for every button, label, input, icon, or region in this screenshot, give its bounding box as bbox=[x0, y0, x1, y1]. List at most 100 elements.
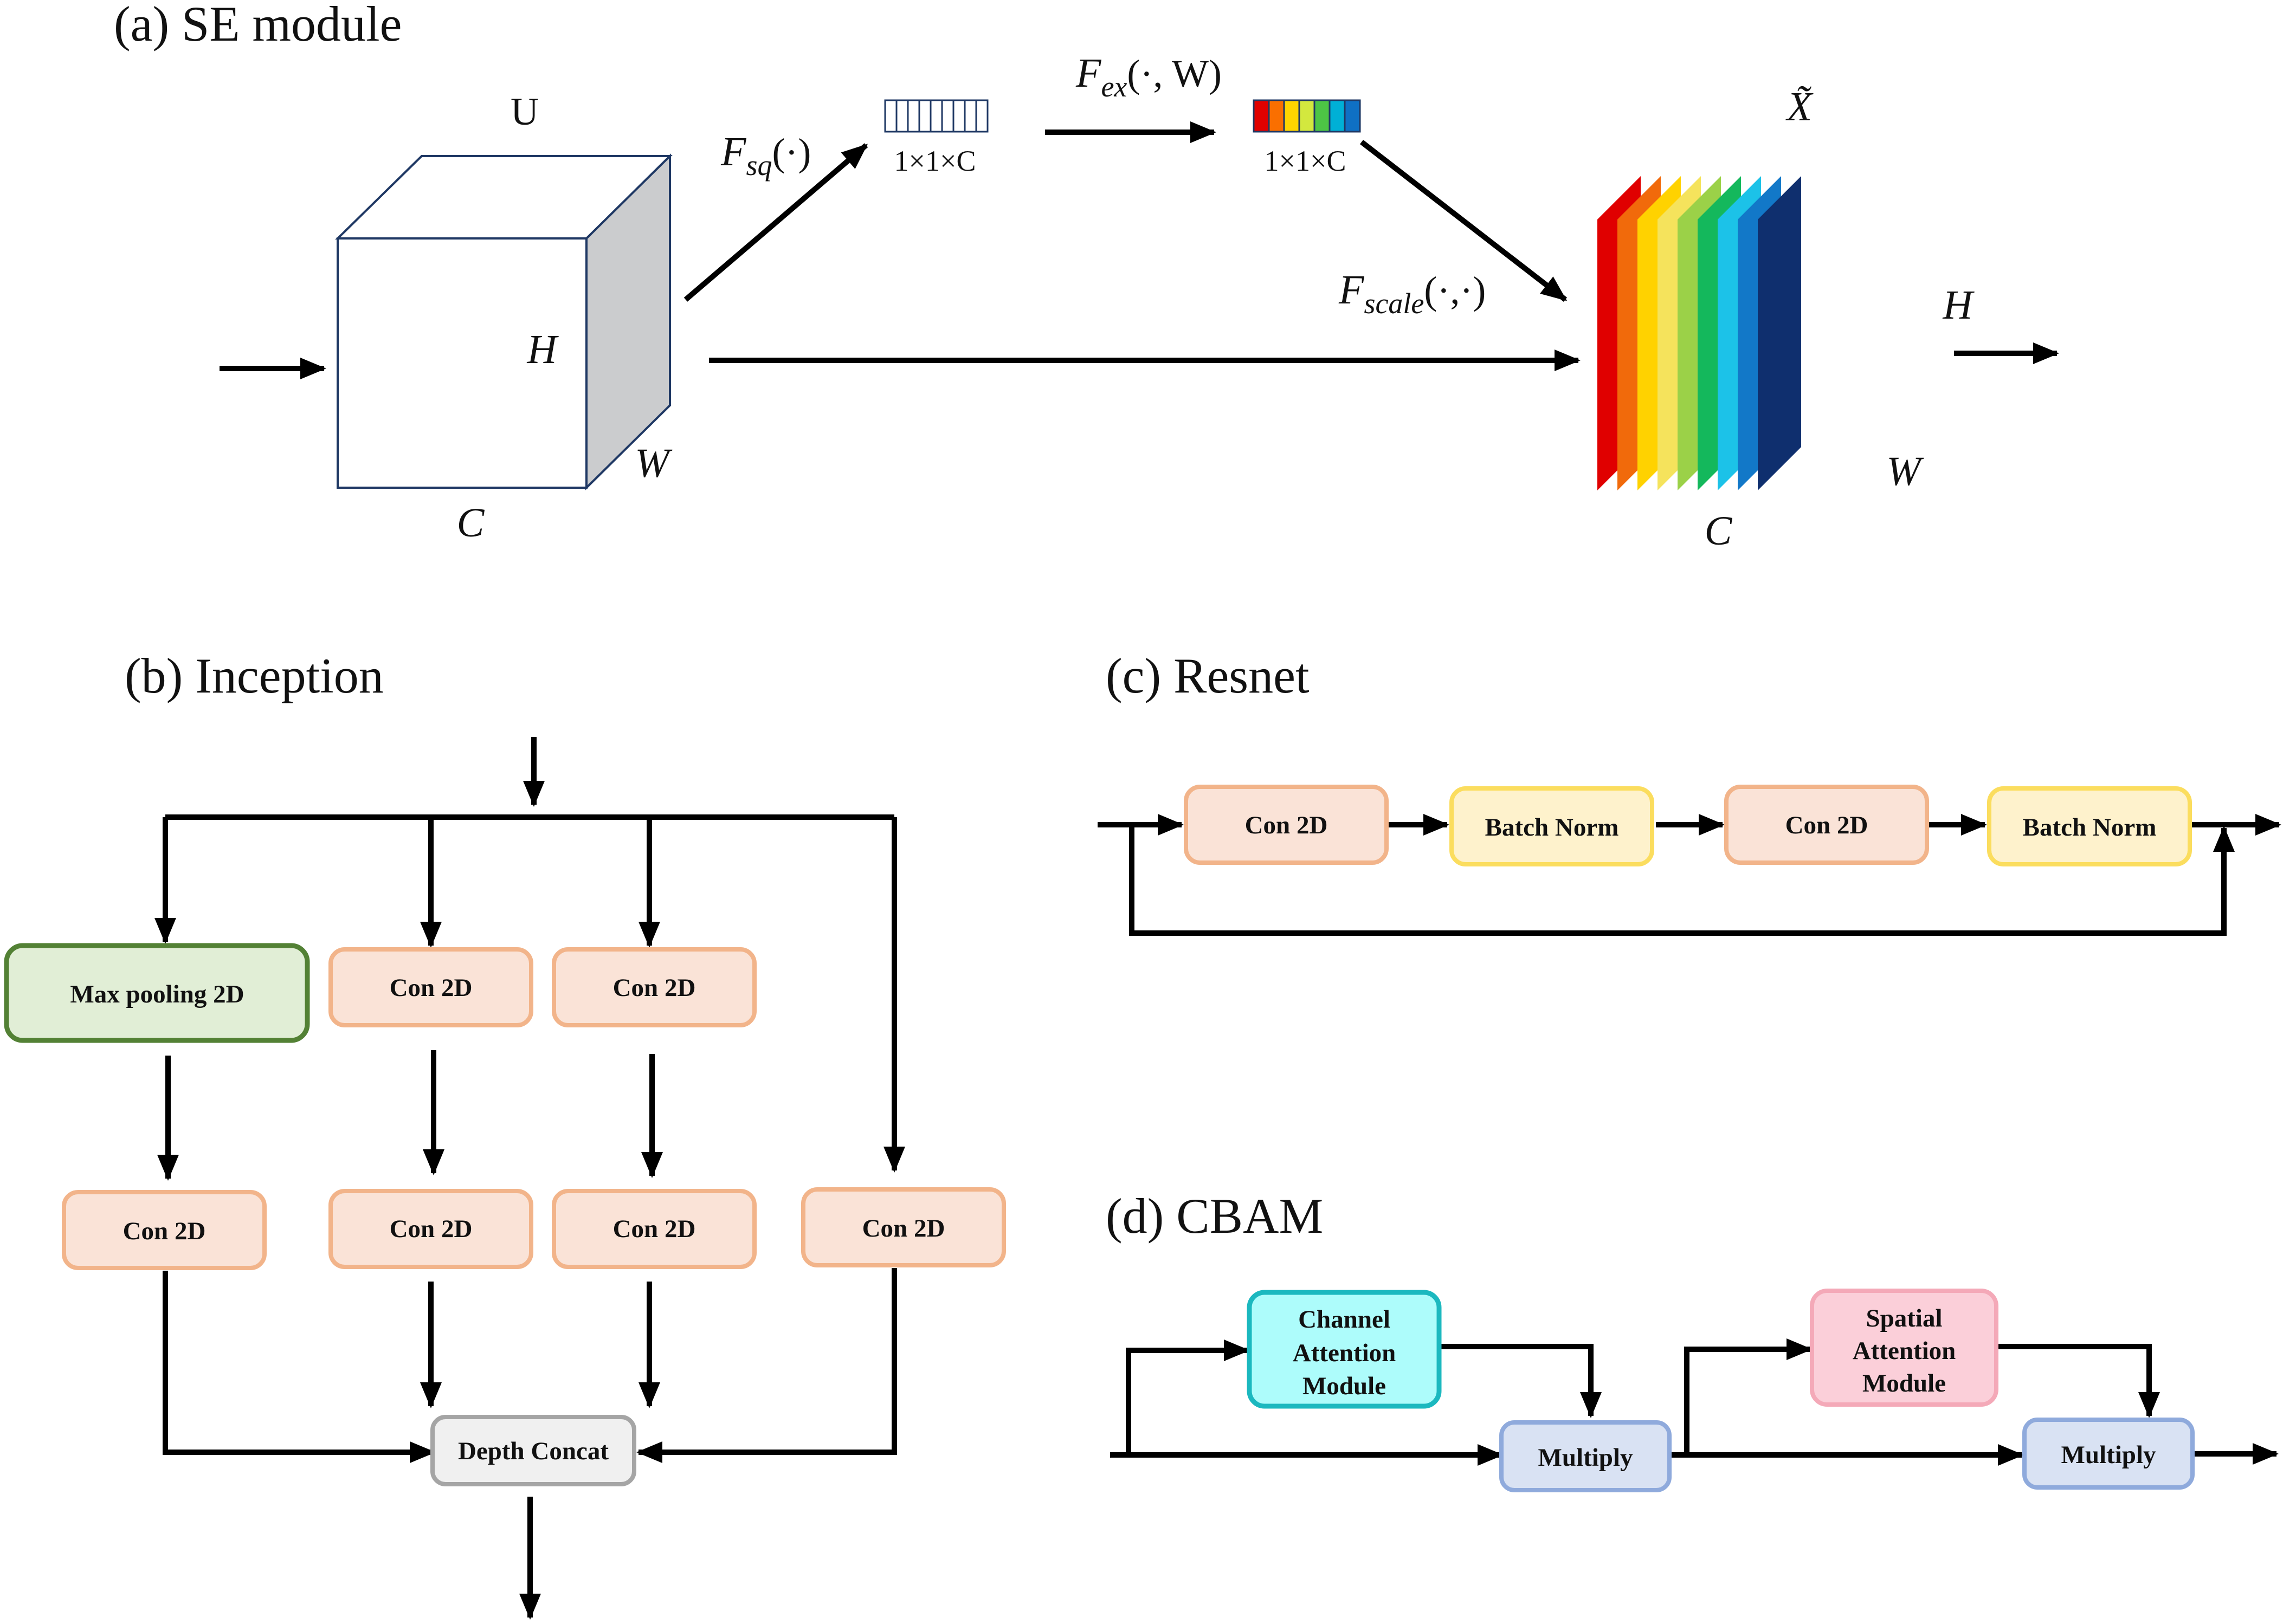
excited-vector-cell bbox=[1268, 99, 1285, 133]
resnet-conv-1-rect bbox=[1184, 785, 1389, 865]
conv-top-2-label: Con 2D bbox=[390, 974, 473, 1002]
resnet-conv-2-label: Con 2D bbox=[1785, 811, 1868, 839]
channel-attention-rect bbox=[1247, 1290, 1442, 1409]
resnet-panel: (c) Resnet Con 2D Batch Norm Con 2D Batc… bbox=[1098, 648, 2281, 936]
conv-mid-3-label: Con 2D bbox=[613, 1215, 696, 1243]
squeezed-vector bbox=[884, 99, 989, 133]
resnet-conv-1: Con 2D bbox=[1184, 785, 1389, 865]
conv-mid-1-rect bbox=[62, 1190, 267, 1270]
f-ex-label: Fex(·, W) bbox=[1075, 50, 1222, 103]
squeezed-vector-cell bbox=[884, 99, 898, 133]
maxpool-rect bbox=[4, 943, 310, 1043]
cbam-multiply-2: Multiply bbox=[2022, 1418, 2195, 1490]
branch4-arrow-out bbox=[636, 1268, 897, 1463]
excited-vector-cell bbox=[1344, 99, 1361, 133]
multiply-1-label: Multiply bbox=[1538, 1444, 1633, 1472]
squeezed-vector-cell bbox=[975, 99, 989, 133]
output-h-label: H bbox=[1943, 282, 1975, 328]
resnet-bn-1: Batch Norm bbox=[1449, 786, 1654, 866]
channel-attention-line-2: Attention bbox=[1293, 1339, 1396, 1367]
excited-vector-cell bbox=[1283, 99, 1300, 133]
cbam-to-spatial-arrow bbox=[1684, 1338, 1813, 1455]
se-module-panel: (a) SE module U H W C Fsq(·) 1×1×C Fex(·… bbox=[114, 0, 2059, 554]
inception-conv-top-3: Con 2D bbox=[552, 947, 757, 1027]
depth-concat-label: Depth Concat bbox=[458, 1437, 609, 1465]
channel-attention-line-1: Channel bbox=[1298, 1305, 1390, 1334]
maxpool-label: Max pooling 2D bbox=[70, 980, 244, 1008]
cbam-panel: (d) CBAM Channel Attention Module Multip… bbox=[1106, 1188, 2279, 1492]
inception-panel: (b) Inception Max pooling 2D Con 2D Con … bbox=[4, 648, 1006, 1620]
resnet-conv-1-label: Con 2D bbox=[1245, 811, 1328, 839]
multiply-2-label: Multiply bbox=[2061, 1441, 2156, 1469]
conv-mid-1-label: Con 2D bbox=[123, 1217, 206, 1245]
maxpool-box: Max pooling 2D bbox=[4, 943, 310, 1043]
resnet-conv-2: Con 2D bbox=[1724, 785, 1929, 865]
conv-top-3-rect bbox=[552, 947, 757, 1027]
feature-cube-u bbox=[335, 153, 673, 490]
excited-vector bbox=[1253, 99, 1361, 133]
squeezed-vector-cell bbox=[907, 99, 920, 133]
cube-h-label: H bbox=[527, 327, 559, 372]
squeezed-vector-cell bbox=[930, 99, 943, 133]
scale-weight-arrow bbox=[1359, 140, 1568, 302]
cube-w-label: W bbox=[635, 441, 673, 486]
resnet-skip-connection bbox=[1129, 825, 2235, 936]
spatial-attention-rect bbox=[1810, 1289, 1998, 1407]
resnet-bn-2: Batch Norm bbox=[1987, 786, 2192, 866]
squeezed-vector-cell bbox=[952, 99, 966, 133]
multiply-1-rect bbox=[1499, 1420, 1672, 1492]
excited-vector-label: 1×1×C bbox=[1265, 145, 1346, 177]
cube-u-label: U bbox=[511, 90, 539, 133]
conv-mid-4-rect bbox=[801, 1187, 1006, 1267]
spatial-attention-line-2: Attention bbox=[1853, 1337, 1956, 1365]
channel-attention-box: Channel Attention Module bbox=[1247, 1290, 1442, 1409]
spatial-attention-line-3: Module bbox=[1862, 1369, 1946, 1397]
multiply-2-rect bbox=[2022, 1418, 2195, 1490]
spatial-attention-box: Spatial Attention Module bbox=[1810, 1289, 1998, 1407]
squeezed-vector-cell bbox=[964, 99, 977, 133]
excited-vector-cell bbox=[1253, 99, 1270, 133]
recalibrated-feature-planes bbox=[1597, 176, 1801, 490]
output-c-label: C bbox=[1705, 508, 1733, 554]
inception-panel-title: (b) Inception bbox=[125, 648, 384, 703]
conv-top-2-rect bbox=[328, 947, 533, 1027]
cbam-to-channel-arrow bbox=[1126, 1340, 1250, 1455]
cbam-panel-title: (d) CBAM bbox=[1106, 1188, 1323, 1244]
resnet-panel-title: (c) Resnet bbox=[1106, 648, 1310, 703]
depth-concat-rect bbox=[430, 1415, 636, 1486]
feature-plane bbox=[1758, 176, 1801, 490]
squeeze-arrow bbox=[683, 143, 868, 302]
resnet-bn-1-label: Batch Norm bbox=[1485, 813, 1619, 842]
inception-conv-top-2: Con 2D bbox=[328, 947, 533, 1027]
output-w-label: W bbox=[1886, 449, 1924, 494]
cube-front-face bbox=[337, 237, 588, 489]
channel-attention-line-3: Module bbox=[1302, 1372, 1386, 1400]
f-sq-label: Fsq(·) bbox=[720, 129, 811, 182]
squeezed-vector-cell bbox=[895, 99, 909, 133]
conv-mid-2-label: Con 2D bbox=[390, 1215, 473, 1243]
se-panel-title: (a) SE module bbox=[114, 0, 402, 51]
conv-top-3-label: Con 2D bbox=[613, 974, 696, 1002]
conv-mid-2-rect bbox=[328, 1189, 533, 1269]
resnet-conv-2-rect bbox=[1724, 785, 1929, 865]
spatial-attention-line-1: Spatial bbox=[1866, 1304, 1942, 1332]
excited-vector-cell bbox=[1328, 99, 1346, 133]
depth-concat-box: Depth Concat bbox=[430, 1415, 636, 1486]
resnet-bn-1-rect bbox=[1449, 786, 1654, 866]
cbam-multiply-1: Multiply bbox=[1499, 1420, 1672, 1492]
resnet-bn-2-rect bbox=[1987, 786, 2192, 866]
f-scale-label: Fscale(·,·) bbox=[1338, 267, 1486, 320]
inception-conv-mid-4: Con 2D bbox=[801, 1187, 1006, 1267]
spatial-to-multiply-arrow bbox=[1997, 1344, 2160, 1418]
inception-conv-mid-3: Con 2D bbox=[552, 1189, 757, 1269]
squeezed-vector-cell bbox=[941, 99, 955, 133]
squeezed-vector-label: 1×1×C bbox=[894, 145, 976, 177]
inception-conv-mid-2: Con 2D bbox=[328, 1189, 533, 1269]
resnet-bn-2-label: Batch Norm bbox=[2023, 813, 2157, 842]
conv-mid-4-label: Con 2D bbox=[862, 1214, 945, 1243]
cube-c-label: C bbox=[457, 500, 485, 546]
squeezed-vector-cell bbox=[918, 99, 932, 133]
inception-conv-mid-1: Con 2D bbox=[62, 1190, 267, 1270]
